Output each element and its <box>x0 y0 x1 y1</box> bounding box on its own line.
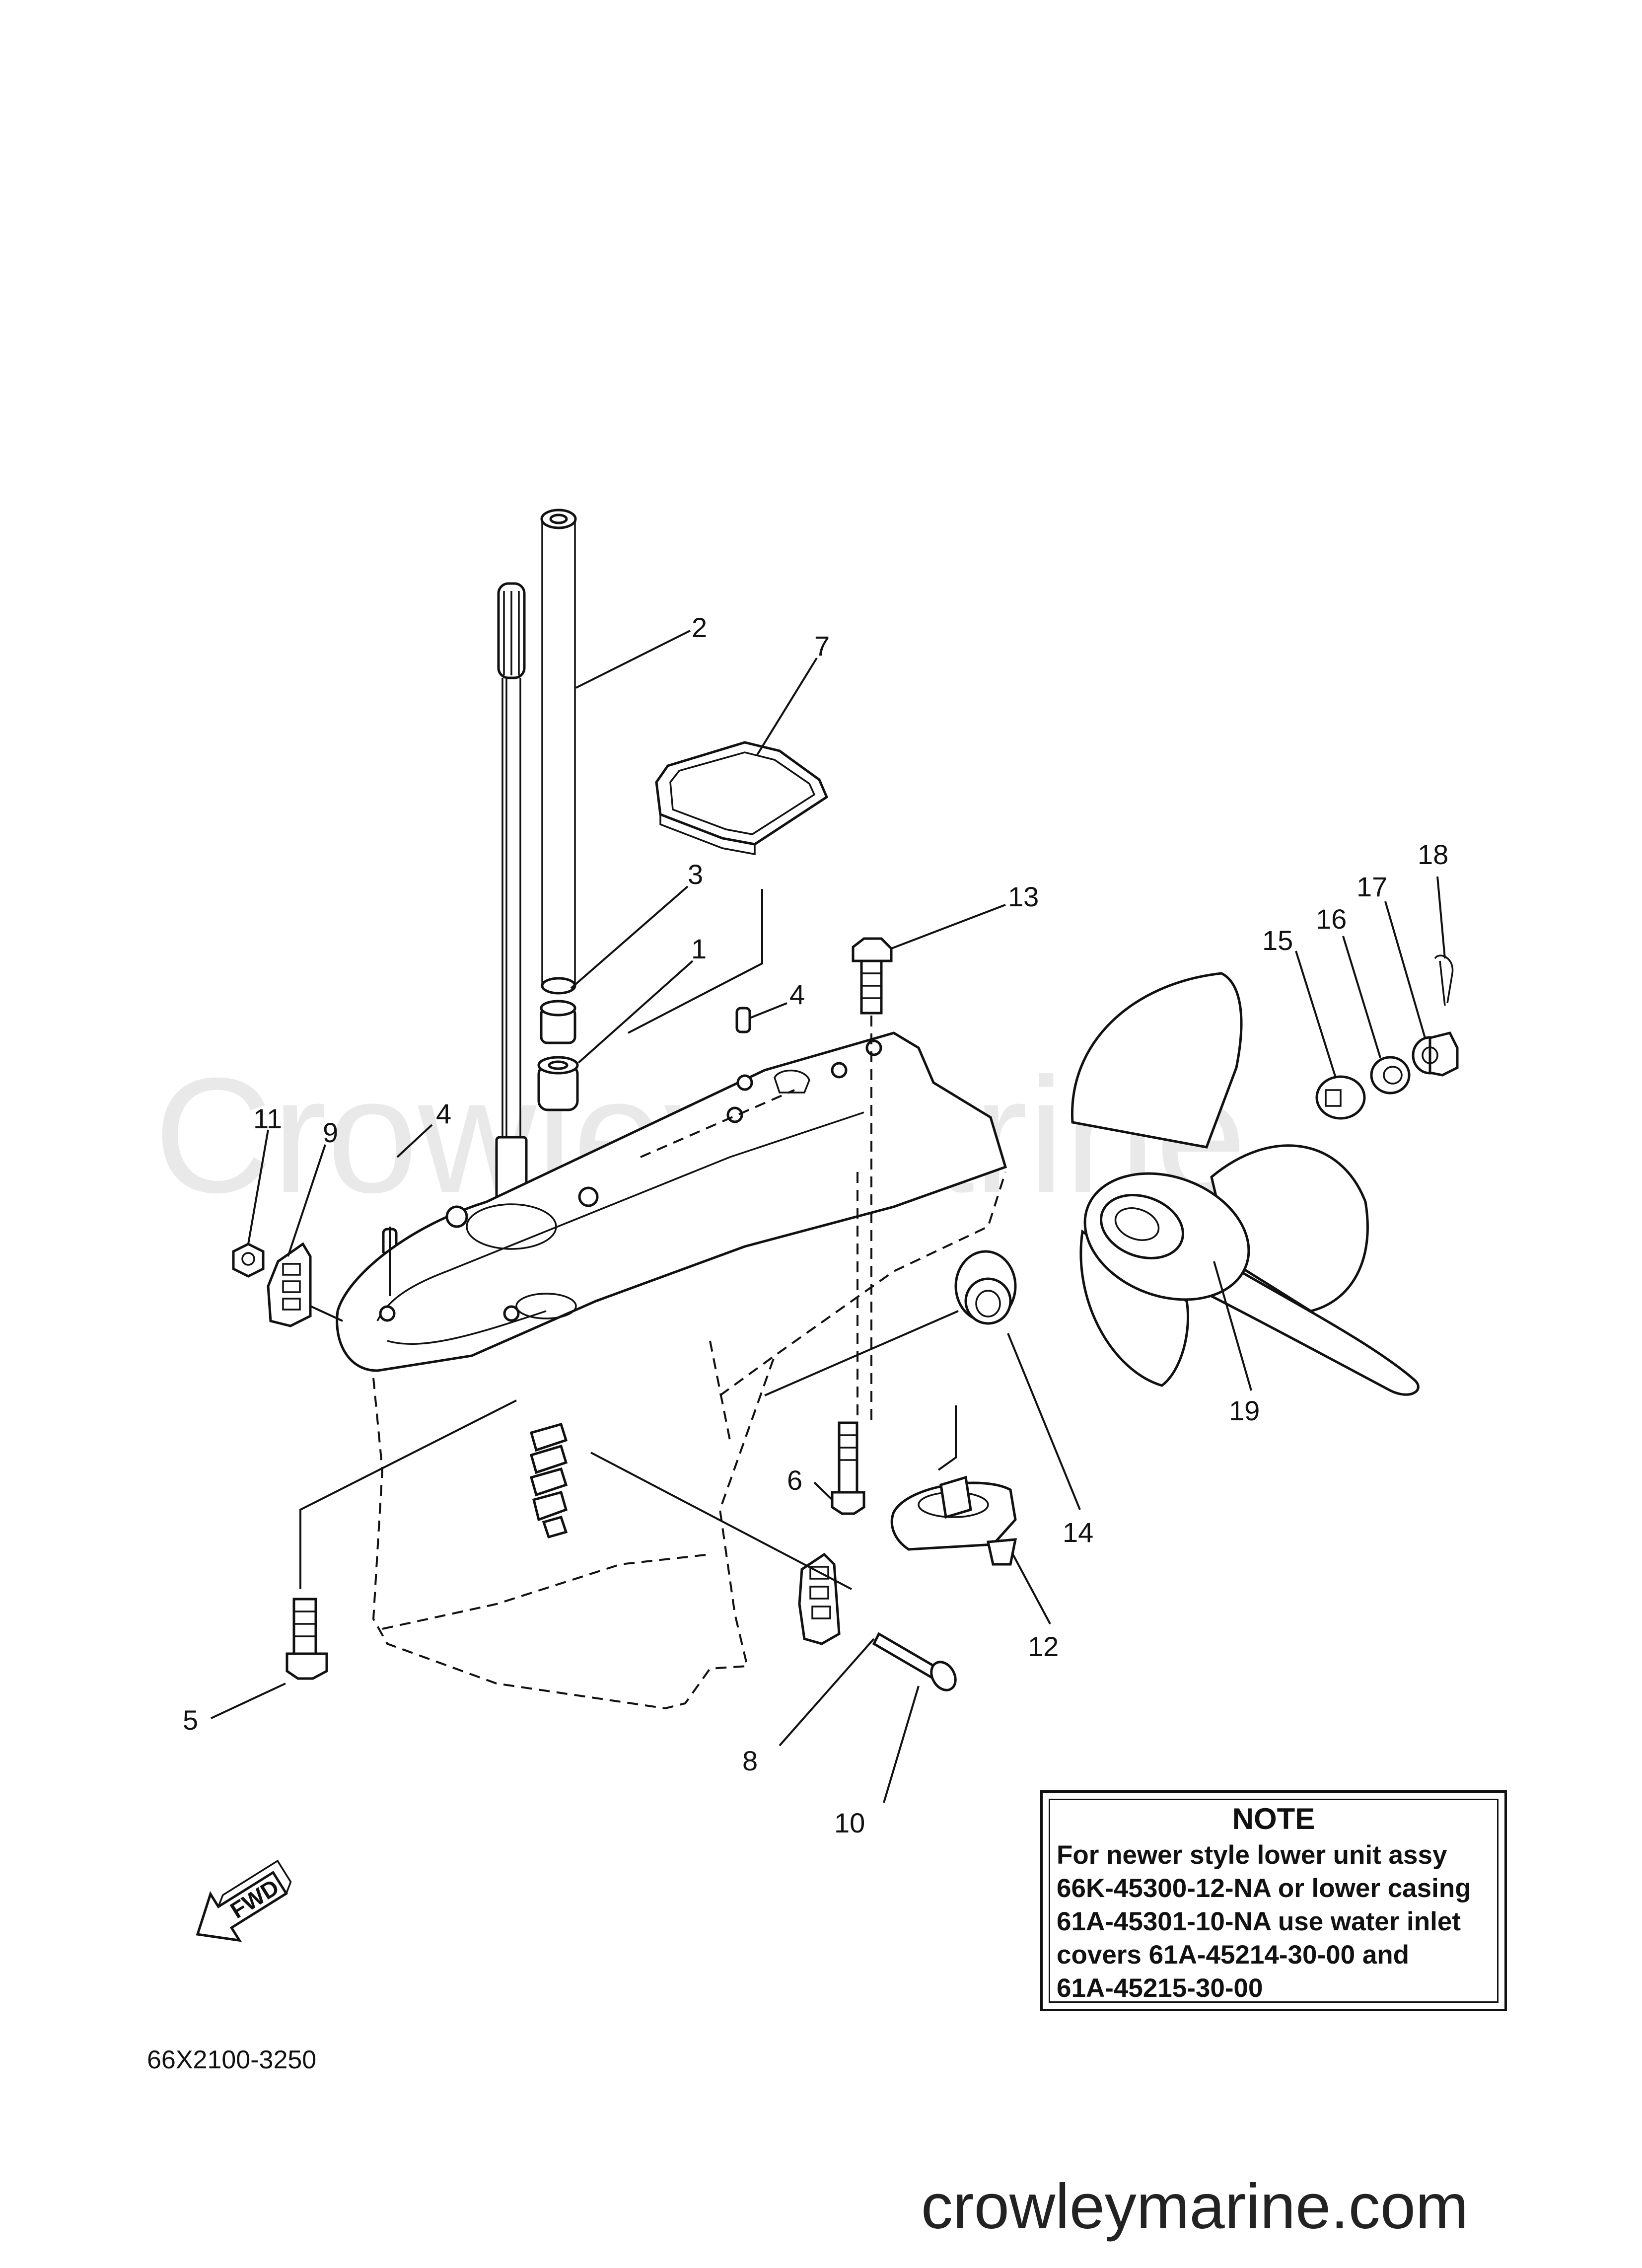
callout-8: 8 <box>742 1745 758 1776</box>
part-cotter-pin <box>1434 954 1454 1006</box>
water-inlet-grille <box>529 1422 568 1539</box>
fwd-arrow-icon: FWD <box>196 1859 292 1942</box>
callout-9: 9 <box>323 1117 338 1148</box>
note-line: covers 61A-45214-30-00 and <box>1057 1940 1410 1970</box>
callout-13: 13 <box>1008 881 1039 912</box>
callout-1: 1 <box>691 933 707 964</box>
part-nut <box>232 1243 265 1278</box>
note-line: 61A-45301-10-NA use water inlet <box>1057 1907 1461 1936</box>
note-line: For newer style lower unit assy <box>1057 1840 1447 1870</box>
note-title: NOTE <box>1232 1802 1315 1835</box>
note-line: 66K-45300-12-NA or lower casing <box>1057 1874 1471 1903</box>
part-propeller <box>1071 972 1420 1396</box>
part-bolt <box>852 937 893 1015</box>
part-thrust-bushing <box>954 1250 1017 1325</box>
part-lower-casing <box>336 1031 1007 1372</box>
diagram-code: 66X2100-3250 <box>147 2046 317 2074</box>
callout-numbers: 2 7 3 1 4 4 13 11 9 5 6 8 10 12 14 19 15… <box>183 612 1448 1838</box>
callout-18: 18 <box>1418 839 1448 870</box>
part-anode <box>890 1475 1017 1566</box>
callout-7: 7 <box>814 630 830 661</box>
callout-15: 15 <box>1262 925 1293 956</box>
leader-lines <box>211 630 1446 1803</box>
part-seal <box>537 1056 579 1111</box>
callout-3: 3 <box>688 859 703 890</box>
part-castle-nut <box>1412 1031 1459 1077</box>
part-screw <box>872 1632 957 1691</box>
callout-5: 5 <box>183 1704 198 1736</box>
callout-4a: 4 <box>789 979 805 1010</box>
part-water-tube <box>540 509 577 995</box>
callout-12: 12 <box>1028 1631 1059 1662</box>
part-bolt-5 <box>286 1598 328 1680</box>
callout-19: 19 <box>1229 1395 1260 1426</box>
part-bolt-6 <box>831 1421 865 1515</box>
part-washer <box>1370 1056 1411 1095</box>
callout-17: 17 <box>1356 871 1387 902</box>
part-spacer <box>1315 1075 1366 1120</box>
callout-11: 11 <box>253 1103 282 1134</box>
callout-4b: 4 <box>436 1098 451 1129</box>
callout-14: 14 <box>1063 1517 1093 1548</box>
note-inner-border <box>1049 1799 1499 2003</box>
part-grommet <box>540 1000 576 1044</box>
part-water-inlet-cover <box>267 1242 312 1327</box>
part-water-inlet-cover-8 <box>798 1552 841 1645</box>
callout-16: 16 <box>1316 903 1347 935</box>
callout-2: 2 <box>692 612 707 643</box>
part-gasket <box>655 741 829 856</box>
callout-10: 10 <box>834 1807 865 1838</box>
note-box <box>1040 1790 1507 2011</box>
part-dowel-pin <box>735 1007 751 1033</box>
note-line: 61A-45215-30-00 <box>1057 1974 1263 2003</box>
lower-casing-hidden-outline <box>372 1089 1006 1710</box>
callout-6: 6 <box>787 1464 802 1496</box>
site-url: crowleymarine.com <box>921 2171 1469 2242</box>
